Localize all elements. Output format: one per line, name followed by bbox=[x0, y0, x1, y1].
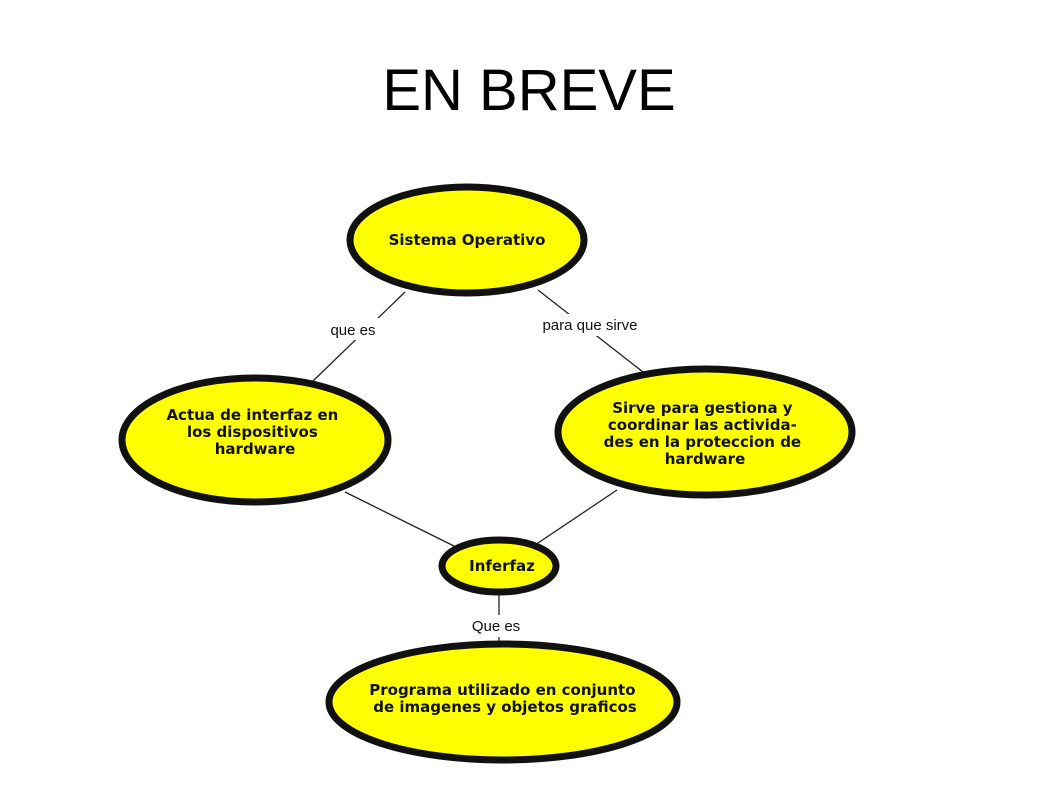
node-sirve-line: hardware bbox=[665, 450, 746, 468]
node-inferfaz-line: Inferfaz bbox=[469, 557, 535, 575]
edge-label-bg bbox=[320, 318, 386, 340]
node-sistema-label: Sistema Operativo bbox=[389, 231, 546, 249]
node-inferfaz bbox=[438, 536, 560, 596]
node-programa-label: Programa utilizado en conjunto de imagen… bbox=[369, 681, 640, 716]
edge-label-bg bbox=[524, 314, 656, 336]
edge-label-que-es-bottom: Que es bbox=[472, 618, 520, 635]
node-sirve-line: des en la proteccion de bbox=[604, 433, 801, 451]
node-actua-interfaz bbox=[118, 374, 392, 506]
node-programa-line: de imagenes y objetos graficos bbox=[373, 698, 636, 716]
node-inferfaz-label: Inferfaz bbox=[469, 557, 535, 575]
node-programa bbox=[325, 640, 681, 764]
node-actua-label: Actua de interfaz en los dispositivos ha… bbox=[166, 406, 343, 458]
node-sirve-para bbox=[554, 365, 856, 499]
slide-title: EN BREVE bbox=[382, 58, 676, 123]
node-sistema-operativo bbox=[346, 183, 588, 297]
node-actua-line: Actua de interfaz en bbox=[166, 406, 338, 424]
node-actua-line: los dispositivos bbox=[187, 423, 318, 441]
node-sistema-line: Sistema Operativo bbox=[389, 231, 546, 249]
edge-label-para-que-sirve: para que sirve bbox=[542, 317, 637, 334]
node-sirve-line: Sirve para gestiona y bbox=[612, 399, 793, 417]
node-programa-line: Programa utilizado en conjunto bbox=[369, 681, 635, 699]
edge-sirve-inferfaz bbox=[534, 489, 618, 546]
node-actua-line: hardware bbox=[215, 440, 296, 458]
node-sirve-label: Sirve para gestiona y coordinar las acti… bbox=[604, 399, 807, 468]
node-sirve-line: coordinar las activida- bbox=[608, 416, 797, 434]
edge-label-bg bbox=[462, 615, 532, 637]
edge-label-que-es: que es bbox=[330, 322, 375, 339]
edge-actua-inferfaz bbox=[344, 491, 459, 549]
